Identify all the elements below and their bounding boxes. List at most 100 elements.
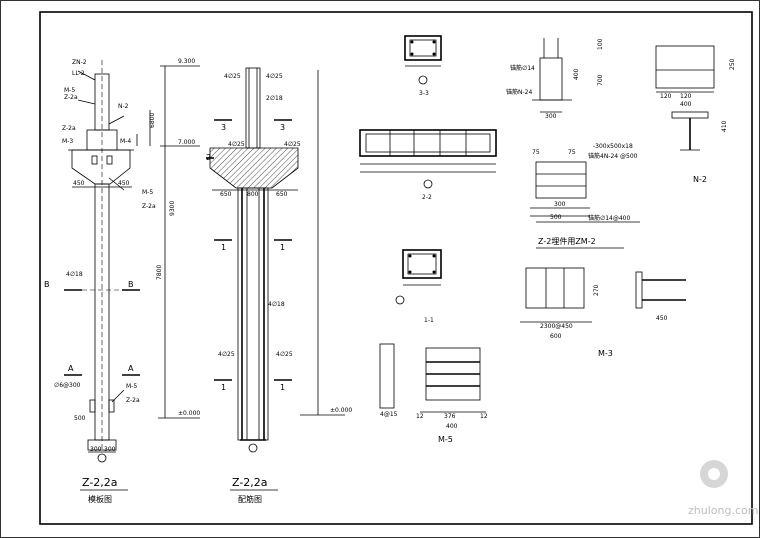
inner-border [39,11,753,525]
elev-mid: 7.000 [178,139,195,146]
detail-m3: 270 2300@450 600 450 M-3 [520,267,686,358]
zm2-caption: Z-2埋件用ZM-2 [538,236,596,246]
embed-d2300: 2300@450 [540,323,573,330]
note-4phi18: 4∅18 [66,271,83,278]
embed-d400b: 400 [680,101,692,108]
reinf-column-top [245,67,261,149]
reinf-sec1d: 1 [280,383,285,392]
detail-zm2-side: 锚筋∅14 锚筋N-24 300 400 700 100 [506,38,604,120]
section-n2-label: N-2 [693,175,707,184]
label-n2: N-2 [118,103,129,110]
reinf-d650b: 650 [276,191,288,198]
reinf-r8: 4∅25 [276,351,293,358]
elevation-view: ZN-2 LL-2 M-5 Z-2a N-2 Z-2a M-3 M-4 M-5 … [44,58,200,504]
embed-d120b: 120 [680,93,692,100]
dim-9300: 9300 [169,201,176,216]
label-m4: M-4 [120,138,131,145]
note-stirrup: ∅6@300 [54,382,81,389]
embed-d75a: 75 [532,149,540,156]
reinf-r6: 4∅18 [268,301,285,308]
embed-d400: 400 [573,68,580,80]
label-zn2: ZN-2 [72,59,87,66]
label-ll2: LL-2 [72,70,85,77]
corbel [71,149,131,185]
reinf-r1: 4∅25 [224,73,241,80]
reinforcement-subtitle: 配筋图 [238,494,262,504]
dim-450a: 450 [73,180,85,187]
reinf-r7: 4∅25 [218,351,235,358]
label-a-right: A [128,364,134,373]
embed-d300b: 300 [554,201,566,208]
section-2-2: 2-2 [359,129,497,201]
reinf-elev-bot: ±0.000 [330,407,352,414]
embed-d12: 12 [416,413,424,420]
embed-bolt2: 锚筋N-24 [506,88,532,96]
detail-zm2-plan: -300x500x18 锚筋4N-24 @500 锚筋∅14@400 75 75… [530,143,640,249]
embed-d450: 450 [656,315,668,322]
label-m5b: M-5 [142,189,153,196]
reinf-r2: 4∅25 [266,73,283,80]
embed-d12b: 12 [480,413,488,420]
section-2-2-label: 2-2 [422,194,432,201]
embed-d376: 376 [444,413,456,420]
dim-300a: 300 [90,446,102,453]
dim-500: 500 [74,415,86,422]
embed-d120a: 120 [660,93,672,100]
section-3-3-label: 3-3 [419,90,429,97]
reinf-r5: 4∅25 [284,141,301,148]
section-3-3: 3-3 [404,35,442,97]
label-m5a: M-5 [64,87,75,94]
embed-d600: 600 [550,333,562,340]
reinf-sec1a: 1 [221,243,226,252]
reinf-sec1b: 1 [280,243,285,252]
label-z2a-b: Z-2a [62,125,76,132]
label-b-right: B [128,280,134,289]
embed-d100a: 100 [597,38,604,50]
section-m5-label: M-5 [438,435,453,444]
reinf-sec3b: 3 [280,123,285,132]
reinf-sec3a: 3 [221,123,226,132]
embed-d400c: 400 [446,423,458,430]
embed-plate: -300x500x18 [593,143,633,150]
reinf-sec1c: 1 [221,383,226,392]
embed-d300: 300 [545,113,557,120]
elevation-subtitle: 模板图 [88,494,112,504]
reinforcement-view: 4∅25 4∅25 2∅18 4∅25 4∅25 4∅18 4∅25 4∅25 … [206,67,352,504]
elev-top: 9.300 [178,58,195,65]
section-1-1-label: 1-1 [424,317,434,324]
section-1-1: 1-1 [395,249,442,324]
reinf-sec2a: 2 [206,153,211,162]
reinforcement-title: Z-2,2a [232,476,268,489]
embed-anchor: 锚筋4N-24 @500 [588,152,638,160]
embed-d410: 410 [721,120,728,132]
reinf-r3: 2∅18 [266,95,283,102]
label-m3: M-3 [62,138,73,145]
watermark-logo [700,460,728,488]
label-m5c: M-5 [126,383,137,390]
label-b-left: B [44,280,50,289]
embed-bolt: 锚筋∅14 [510,64,535,72]
reinf-d650a: 650 [220,191,232,198]
label-z2a-c: Z-2a [142,203,156,210]
reinf-d800: 800 [247,191,259,198]
dim-300b: 300 [104,446,116,453]
reinf-r4: 4∅25 [228,141,245,148]
label-a-left: A [68,364,74,373]
label-z2a-a: Z-2a [64,94,78,101]
dim-6800: 6800 [149,113,156,128]
watermark: zhulong.com [688,504,758,517]
embed-d270: 270 [593,284,600,296]
embed-d500: 500 [550,214,562,221]
embed-d250: 250 [729,58,736,70]
reinf-corbel [209,147,299,189]
embed-d75b: 75 [568,149,576,156]
detail-n2: 120 120 400 250 410 N-2 [655,45,736,184]
embed-d4: 4@15 [380,411,398,418]
label-z2a-d: Z-2a [126,397,140,404]
detail-m5: 4@15 12 376 12 400 M-5 [379,343,488,444]
elev-bot: ±0.000 [178,410,200,417]
dim-450b: 450 [118,180,130,187]
section-m3-label: M-3 [598,349,613,358]
